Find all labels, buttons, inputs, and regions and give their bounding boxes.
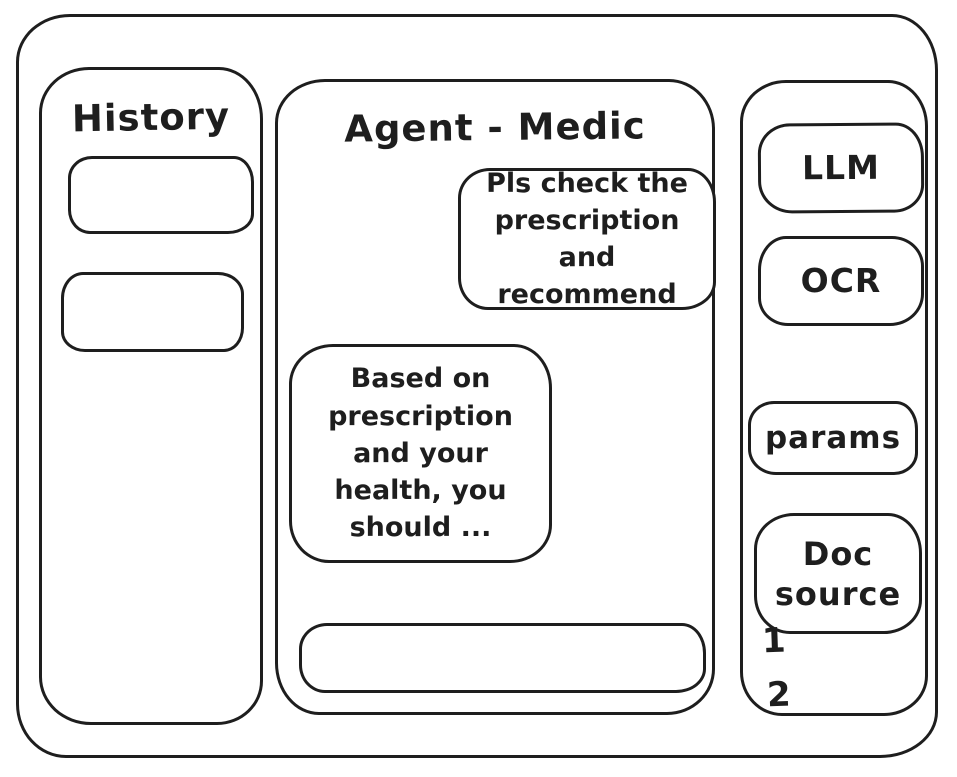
- doc-source-button[interactable]: Doc source: [754, 513, 922, 634]
- doc-source-item: 1: [761, 620, 787, 662]
- user-message-bubble: Pls check the prescription and recommend: [458, 168, 716, 310]
- tools-panel: LLM OCR params Doc source 1 2: [740, 80, 928, 716]
- history-item[interactable]: [61, 272, 244, 352]
- chat-panel: Agent - Medic Pls check the prescription…: [275, 79, 716, 715]
- params-button[interactable]: params: [748, 401, 918, 475]
- app-frame: History Agent - Medic Pls check the pres…: [16, 14, 938, 758]
- chat-panel-title: Agent - Medic: [344, 104, 646, 151]
- ocr-button[interactable]: OCR: [758, 236, 924, 326]
- history-panel: History: [39, 67, 263, 725]
- llm-button[interactable]: LLM: [757, 122, 925, 214]
- message-input[interactable]: [299, 623, 706, 693]
- history-panel-title: History: [71, 94, 231, 141]
- agent-message-bubble: Based on prescription and your health, y…: [289, 344, 552, 563]
- doc-source-item: 2: [766, 674, 792, 716]
- history-item[interactable]: [68, 156, 254, 234]
